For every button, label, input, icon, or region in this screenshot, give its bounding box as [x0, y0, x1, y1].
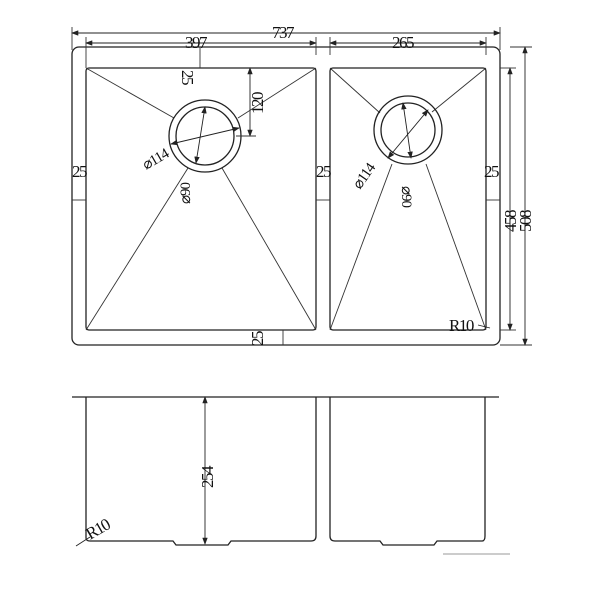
- outer-rim: [71, 46, 501, 346]
- bowl-height-label: 254: [198, 465, 217, 488]
- rim-bottom-label: 25: [248, 331, 267, 346]
- left-bowl-width-dimension: [85, 37, 317, 68]
- right-bowl-width-dimension: [329, 37, 487, 55]
- rim-center-label: 25: [316, 162, 331, 181]
- side-radius-leader: [75, 536, 91, 547]
- overall-depth-dimension: [500, 46, 532, 346]
- inner-depth-dimension: [500, 67, 516, 331]
- left-bowl-outline: [85, 67, 317, 331]
- side-view: 254 R10: [72, 396, 510, 555]
- rim-left-label: 25: [72, 162, 87, 181]
- right-bowl-outline: [329, 67, 487, 331]
- right-drain: [373, 95, 443, 165]
- left-bowl-width-label: 397: [185, 33, 208, 52]
- plan-radius-label: R10: [449, 316, 474, 335]
- left-drain: [168, 99, 242, 173]
- right-bowl-slope-lines: [329, 67, 487, 331]
- drain-offset-label: 120: [248, 92, 267, 114]
- inner-depth-label: 458: [501, 210, 520, 232]
- right-bowl-width-label: 265: [392, 33, 414, 52]
- plan-view: 737 397 265 25 25 25 25 25 120 ⌀114 ⌀90 …: [71, 23, 535, 346]
- rim-right-label: 25: [484, 162, 499, 181]
- right-drain-outer-label: ⌀114: [350, 160, 379, 193]
- drain-offset-dimension: [236, 67, 256, 137]
- plan-radius-leader: [477, 324, 491, 329]
- right-drain-inner-label: ⌀90: [398, 186, 414, 208]
- overall-width-dimension: [71, 27, 501, 50]
- rim-top-label: 25: [178, 70, 197, 85]
- overall-width-label: 737: [272, 23, 295, 42]
- left-drain-inner-label: ⌀90: [178, 182, 194, 204]
- right-bowl-profile: [329, 397, 486, 546]
- overall-depth-label: 508: [516, 210, 535, 232]
- left-drain-outer-label: ⌀114: [140, 145, 173, 173]
